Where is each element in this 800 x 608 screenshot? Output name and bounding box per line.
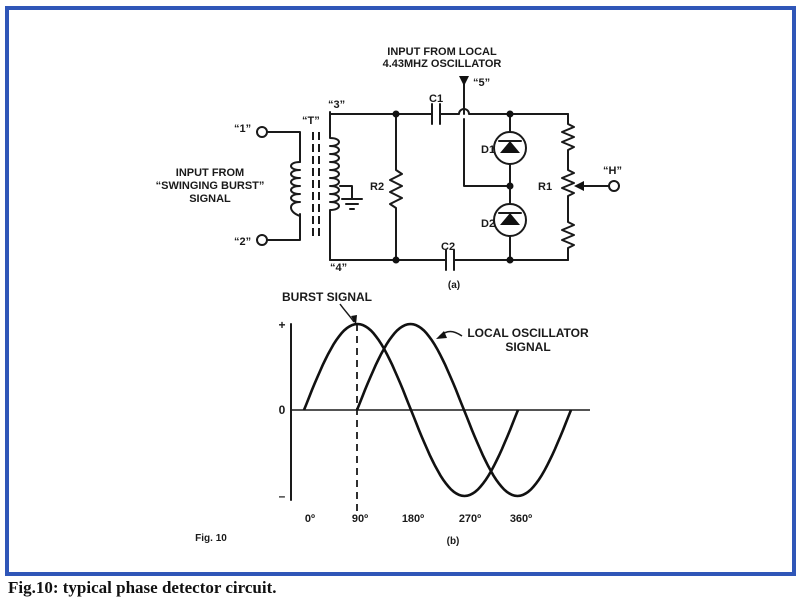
tick-0: 0º bbox=[305, 513, 315, 525]
tick-360: 360º bbox=[510, 513, 532, 525]
r1-label: R1 bbox=[538, 181, 552, 193]
burst-input-label-2: “SWINGING BURST” bbox=[156, 180, 265, 192]
circuit-diagram: INPUT FROM LOCAL 4.43MHZ OSCILLATOR “5” … bbox=[156, 46, 622, 291]
transformer-core bbox=[312, 132, 320, 240]
y-minus-label: – bbox=[279, 489, 286, 503]
terminal-4-label: “4” bbox=[330, 262, 347, 274]
burst-signal-label: BURST SIGNAL bbox=[282, 290, 372, 304]
c1-label: C1 bbox=[429, 93, 443, 105]
local-oscillator-curve bbox=[355, 322, 573, 498]
burst-input-label-3: SIGNAL bbox=[189, 193, 231, 205]
ground-icon bbox=[339, 185, 363, 210]
d1-label: D1 bbox=[481, 144, 495, 156]
waveform-plot: BURST SIGNAL LOCAL OSCILLATOR SIGNAL + 0… bbox=[195, 290, 590, 547]
r2-label: R2 bbox=[370, 181, 384, 193]
burst-signal-curve bbox=[302, 322, 520, 498]
osc-label-2: SIGNAL bbox=[505, 340, 550, 354]
tick-90: 90º bbox=[352, 513, 368, 525]
top-rail-right bbox=[439, 108, 569, 115]
diode-d1 bbox=[493, 113, 527, 187]
osc-input-label-1: INPUT FROM LOCAL bbox=[387, 46, 497, 58]
resistor-r2 bbox=[389, 110, 403, 264]
y-zero-label: 0 bbox=[279, 403, 286, 417]
tick-180: 180º bbox=[402, 513, 424, 525]
capacitor-c1 bbox=[427, 103, 441, 125]
terminal-2 bbox=[256, 213, 301, 246]
terminal-1-label: “1” bbox=[234, 123, 251, 135]
input-5-line bbox=[459, 76, 511, 187]
figure-frame bbox=[5, 6, 796, 576]
terminal-5-label: “5” bbox=[473, 77, 490, 89]
tick-270: 270º bbox=[459, 513, 481, 525]
terminal-3-label: “3” bbox=[328, 99, 345, 111]
figure-number-label: Fig. 10 bbox=[195, 533, 227, 544]
figure-caption: Fig.10: typical phase detector circuit. bbox=[8, 578, 277, 597]
burst-label-pointer bbox=[339, 303, 357, 325]
transformer-secondary-coil bbox=[329, 111, 340, 261]
capacitor-c2 bbox=[441, 249, 455, 271]
transformer-primary-coil bbox=[290, 161, 301, 217]
potentiometer-r1 bbox=[561, 113, 620, 261]
terminal-h-label: “H” bbox=[603, 165, 622, 177]
osc-label-1: LOCAL OSCILLATOR bbox=[467, 326, 589, 340]
osc-input-label-2: 4.43MHZ OSCILLATOR bbox=[383, 58, 502, 70]
diode-d2 bbox=[493, 185, 527, 261]
terminal-2-label: “2” bbox=[234, 236, 251, 248]
circuit-sublabel: (a) bbox=[448, 280, 460, 291]
osc-label-pointer bbox=[436, 330, 463, 339]
transformer-label: “T” bbox=[302, 115, 320, 127]
terminal-1 bbox=[256, 126, 301, 163]
waveform-sublabel: (b) bbox=[447, 536, 460, 547]
d2-label: D2 bbox=[481, 218, 495, 230]
burst-input-label-1: INPUT FROM bbox=[176, 167, 244, 179]
c2-label: C2 bbox=[441, 241, 455, 253]
y-plus-label: + bbox=[278, 318, 285, 332]
